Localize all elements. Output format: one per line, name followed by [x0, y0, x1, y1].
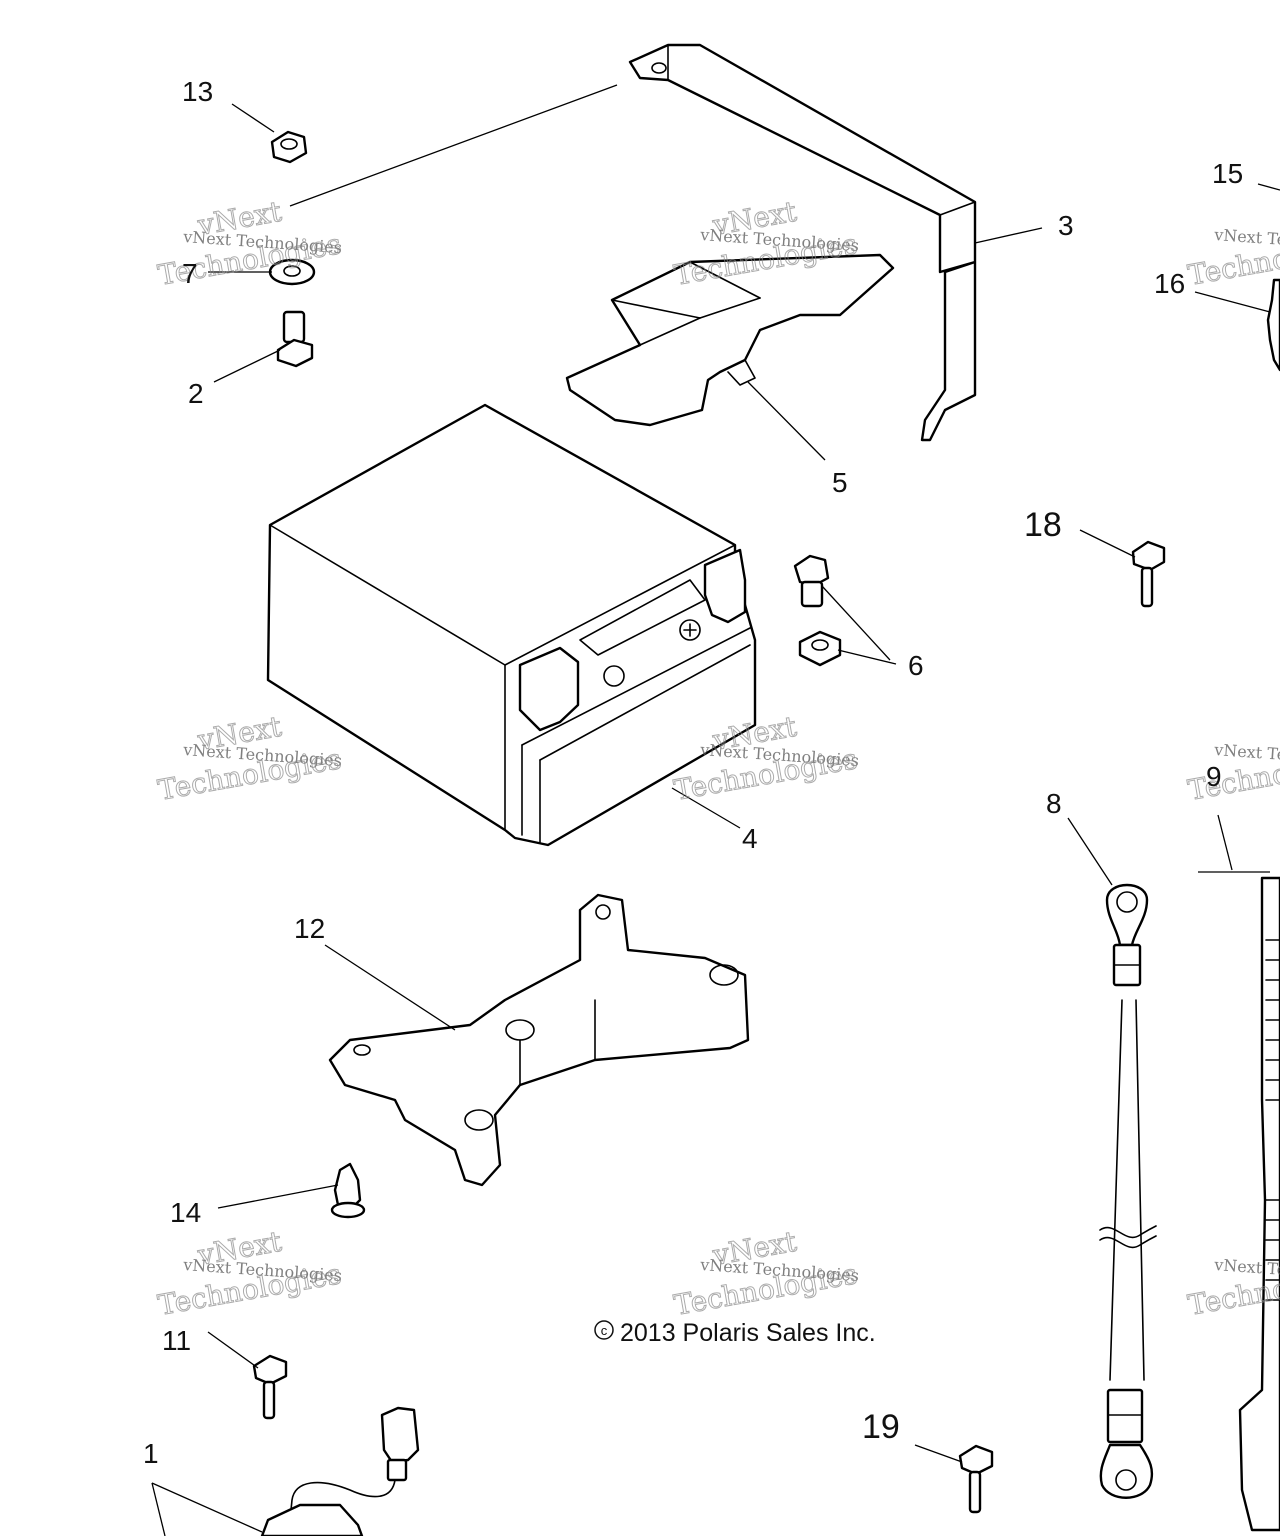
- part-12-tray: [328, 893, 750, 1187]
- part-2-bolt: [276, 310, 314, 368]
- callout-18: 18: [1024, 506, 1062, 544]
- callout-12: 12: [294, 913, 325, 944]
- callout-11: 11: [162, 1325, 191, 1356]
- part-1-relay: [260, 1406, 420, 1536]
- part-13-nut: [270, 130, 308, 164]
- copyright-notice: c 2013 Polaris Sales Inc.: [594, 1319, 876, 1347]
- copyright-circle: [594, 1320, 614, 1340]
- part-6-hardware: [793, 554, 842, 667]
- callout-4: 4: [742, 823, 758, 854]
- copyright-symbol: c: [601, 1323, 608, 1338]
- callout-13: 13: [182, 76, 213, 107]
- callout-16: 16: [1154, 268, 1185, 299]
- callout-14: 14: [170, 1197, 201, 1228]
- part-8-cable: [1099, 883, 1157, 1499]
- callout-5: 5: [832, 467, 848, 498]
- part-3-strap: [628, 43, 977, 442]
- callout-9: 9: [1206, 761, 1222, 792]
- copyright-text: 2013 Polaris Sales Inc.: [620, 1319, 876, 1347]
- callout-1: 1: [143, 1438, 159, 1469]
- callout-6: 6: [908, 650, 924, 681]
- callout-8: 8: [1046, 788, 1062, 819]
- callout-labels: 13 7 2 3 5 6 4 18 15 16 8 9 12 14 11 19 …: [143, 76, 1243, 1469]
- callout-19: 19: [862, 1408, 900, 1446]
- part-9-cable: [1238, 876, 1280, 1532]
- part-19-screw: [958, 1444, 994, 1514]
- part-18-screw: [1131, 540, 1166, 608]
- part-16-fuse: [1266, 278, 1280, 372]
- part-5-cover: [565, 253, 895, 427]
- callout-7: 7: [182, 258, 198, 289]
- callout-15: 15: [1212, 158, 1243, 189]
- part-11-screw: [252, 1354, 288, 1420]
- callout-2: 2: [188, 378, 204, 409]
- callout-3: 3: [1058, 210, 1074, 241]
- leader-lines: [151, 84, 1280, 1536]
- part-4-battery: [266, 403, 757, 847]
- part-14-rivet: [330, 1162, 366, 1219]
